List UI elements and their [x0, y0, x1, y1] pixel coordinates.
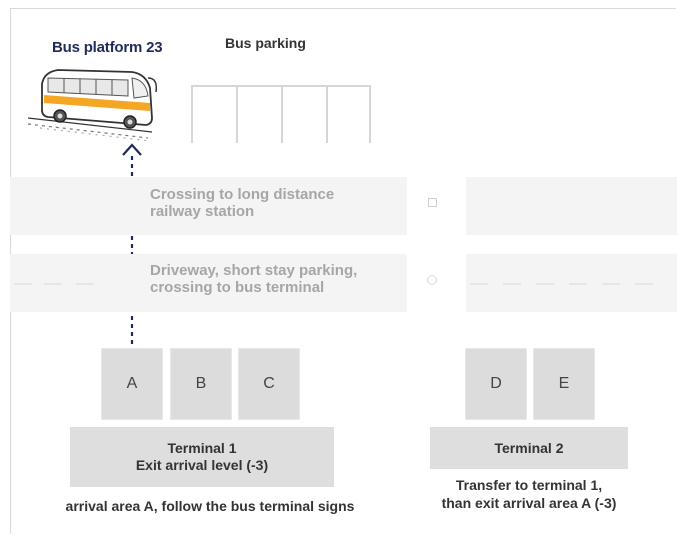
terminal-2-box: Terminal 2: [430, 427, 628, 469]
terminal-2-note-line1: Transfer to terminal 1,: [455, 477, 603, 493]
parking-bays: [191, 85, 371, 143]
lane-dash: [536, 283, 554, 285]
lane-dash: [44, 283, 62, 285]
terminal-1-title: Terminal 1: [167, 440, 237, 456]
terminal-2-note: Transfer to terminal 1, than exit arriva…: [418, 476, 640, 512]
crossing-band-right: [466, 177, 677, 235]
lane-dash: [503, 283, 521, 285]
bus-icon: [41, 69, 158, 129]
terminal-2-title: Terminal 2: [494, 439, 564, 456]
gate-a: A: [101, 348, 163, 420]
bus-platform-title: Bus platform 23: [52, 39, 163, 56]
crossing-label-line2: railway station: [150, 203, 255, 220]
lane-dash: [602, 283, 620, 285]
lane-dash: [14, 283, 32, 285]
gate-d: D: [465, 348, 527, 420]
terminal-2-note-line2: than exit arrival area A (-3): [441, 495, 617, 511]
terminal-1-note: arrival area A, follow the bus terminal …: [65, 498, 355, 514]
terminal-1-box: Terminal 1 Exit arrival level (-3): [70, 427, 334, 487]
driveway-label: Driveway, short stay parking, crossing t…: [150, 262, 357, 296]
crossing-label-line1: Crossing to long distance: [150, 186, 335, 203]
gate-e: E: [533, 348, 595, 420]
driveway-marker: [427, 275, 437, 285]
crossing-label: Crossing to long distance railway statio…: [150, 186, 334, 220]
bus-parking-title: Bus parking: [225, 35, 306, 51]
driveway-label-line2: crossing to bus terminal: [150, 279, 325, 296]
driveway-label-line1: Driveway, short stay parking,: [150, 262, 358, 279]
terminal-1-subtitle: Exit arrival level (-3): [135, 457, 269, 473]
lane-dash: [470, 283, 488, 285]
lane-dash: [569, 283, 587, 285]
lane-dash: [76, 283, 94, 285]
crossing-marker: [428, 198, 437, 207]
gate-b: B: [170, 348, 232, 420]
lane-dash: [635, 283, 653, 285]
gate-c: C: [238, 348, 300, 420]
crossing-band-left: [10, 177, 407, 235]
platform-lines: [27, 117, 153, 142]
